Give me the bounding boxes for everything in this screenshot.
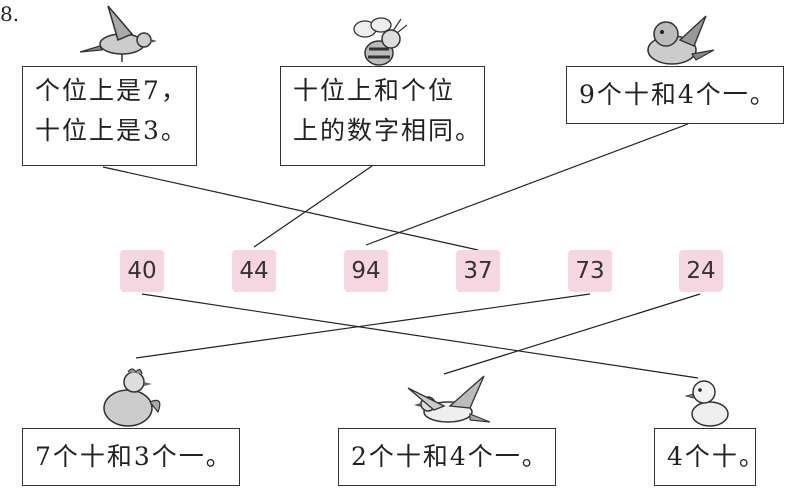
clue-text: 4个十。 (667, 442, 766, 471)
clue-text: 7个十和3个一。 (35, 442, 233, 471)
bird-icon (79, 5, 157, 62)
top-clue-box-3: 9个十和4个一。 (566, 66, 784, 124)
top-clue-box-2: 十位上和个位 上的数字相同。 (280, 66, 485, 166)
bee-icon (353, 17, 408, 66)
clue-text: 9个十和4个一。 (579, 80, 777, 109)
clue-text: 个位上是7， (35, 76, 188, 105)
bottom-clue-box-2: 2个十和4个一。 (338, 428, 556, 486)
dove-icon (407, 375, 491, 423)
question-number: 8. (0, 2, 20, 26)
line-clue3-94 (365, 123, 689, 246)
clue-text: 十位上和个位 (293, 76, 456, 105)
clue-text: 2个十和4个一。 (351, 442, 549, 471)
line-clue1-37 (102, 166, 479, 251)
line-40-clue6 (141, 293, 699, 379)
line-24-clue5 (443, 293, 701, 375)
bottom-clue-box-1: 7个十和3个一。 (22, 428, 240, 486)
number-tile: 40 (120, 250, 164, 292)
bottom-clue-box-3: 4个十。 (654, 428, 766, 486)
line-clue2-44 (253, 165, 373, 248)
number-tile: 24 (679, 250, 723, 292)
clue-text: 上的数字相同。 (293, 116, 483, 145)
top-clue-box-1: 个位上是7， 十位上是3。 (22, 66, 197, 166)
clue-text: 十位上是3。 (35, 116, 188, 145)
number-tile: 94 (344, 250, 388, 292)
hen-icon (103, 368, 161, 427)
duckling-icon (684, 380, 729, 427)
number-tile: 73 (568, 250, 612, 292)
number-tile: 44 (232, 250, 276, 292)
bird-icon (647, 15, 715, 65)
line-73-clue4 (135, 293, 591, 359)
number-tile: 37 (456, 250, 500, 292)
